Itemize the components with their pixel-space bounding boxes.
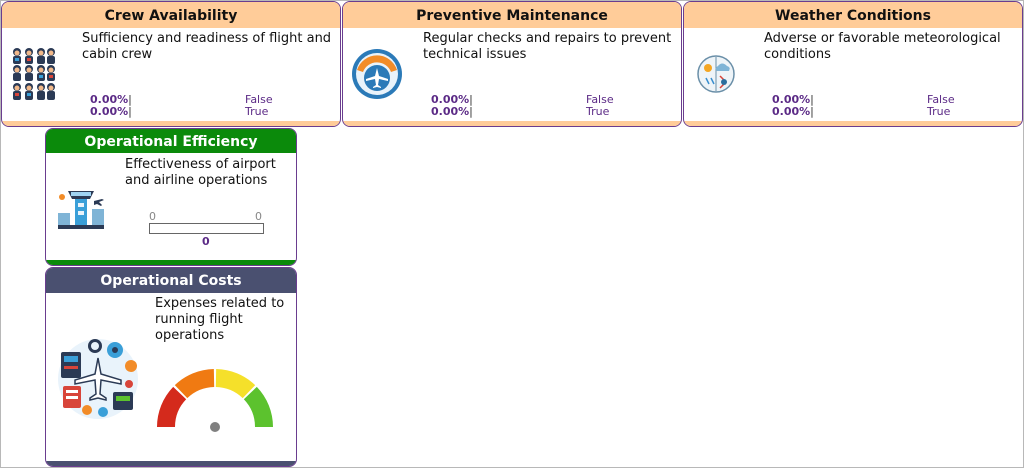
gauge-segment-red	[157, 386, 187, 427]
weather-conditions-node[interactable]: Weather Conditions Adverse or favorable …	[683, 1, 1023, 127]
state-bar: |	[469, 93, 473, 106]
state-label: True	[927, 105, 951, 118]
node-footer	[2, 121, 340, 126]
state-percent: 0.00%	[772, 105, 811, 118]
operational-efficiency-node[interactable]: Operational Efficiency Effectiveness of …	[45, 128, 297, 266]
node-title: Operational Efficiency	[46, 129, 296, 153]
value-bar	[149, 223, 264, 234]
operations-cost-icon	[55, 336, 141, 422]
gauge-segment-yellow	[215, 369, 256, 399]
weather-icon	[696, 54, 736, 94]
node-title: Preventive Maintenance	[343, 2, 681, 28]
crew-group-icon	[10, 44, 56, 104]
state-percent: 0.00%	[431, 105, 470, 118]
node-title: Weather Conditions	[684, 2, 1022, 28]
state-row-true: 0.00%| True	[772, 106, 1012, 118]
node-description: Regular checks and repairs to prevent te…	[423, 31, 672, 62]
state-percent: 0.00%	[772, 93, 811, 106]
node-footer	[46, 260, 296, 265]
state-percent: 0.00%	[90, 105, 129, 118]
state-bar: |	[810, 93, 814, 106]
state-label: True	[586, 105, 610, 118]
state-bar: |	[810, 105, 814, 118]
preventive-maintenance-node[interactable]: Preventive Maintenance Regular checks an…	[342, 1, 682, 127]
node-footer	[343, 121, 681, 126]
cost-gauge	[157, 369, 273, 432]
gauge-segment-green	[243, 386, 273, 427]
range-min: 0	[149, 210, 156, 223]
state-bar: |	[128, 93, 132, 106]
state-label: True	[245, 105, 269, 118]
node-description: Effectiveness of airport and airline ope…	[125, 157, 276, 188]
operational-costs-node[interactable]: Operational Costs Expenses related to ru…	[45, 267, 297, 467]
node-title: Crew Availability	[2, 2, 340, 28]
airport-tower-icon	[54, 183, 108, 233]
state-percent: 0.00%	[90, 93, 129, 106]
gauge-segment-orange	[174, 369, 215, 399]
state-row-false: 0.00%| False	[772, 94, 1012, 106]
node-footer	[684, 121, 1022, 126]
node-title: Operational Costs	[46, 268, 296, 293]
node-description: Expenses related to running flight opera…	[155, 296, 285, 343]
state-label: False	[586, 93, 614, 106]
maintenance-aircraft-icon	[351, 48, 403, 100]
state-label: False	[927, 93, 955, 106]
crew-availability-node[interactable]: Crew Availability Sufficiency and readin…	[1, 1, 341, 127]
state-row-true: 0.00%| True	[90, 106, 330, 118]
state-bar: |	[469, 105, 473, 118]
gauge-needle-hub	[210, 422, 220, 432]
range-max: 0	[255, 210, 262, 223]
state-row-false: 0.00%| False	[431, 94, 671, 106]
node-description: Sufficiency and readiness of flight and …	[82, 31, 332, 62]
state-bar: |	[128, 105, 132, 118]
node-description: Adverse or favorable meteorological cond…	[764, 31, 1001, 62]
state-label: False	[245, 93, 273, 106]
state-row-false: 0.00%| False	[90, 94, 330, 106]
state-percent: 0.00%	[431, 93, 470, 106]
node-footer	[46, 461, 296, 466]
current-value: 0	[202, 235, 210, 248]
state-row-true: 0.00%| True	[431, 106, 671, 118]
